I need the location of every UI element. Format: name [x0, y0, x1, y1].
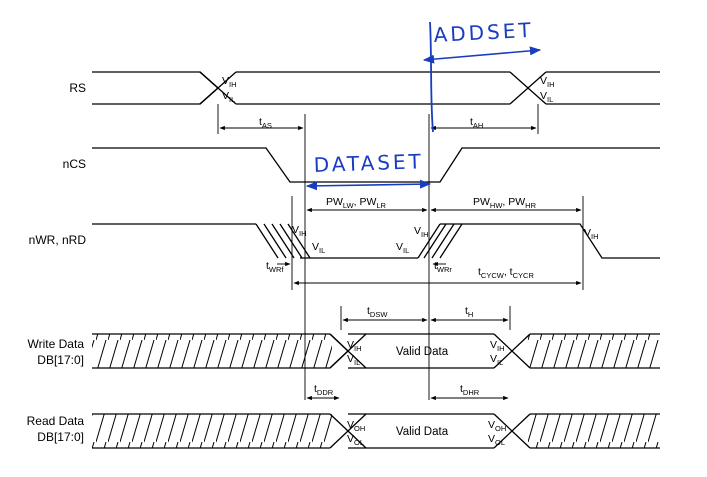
- nwr-vih-fall: VIH: [292, 224, 307, 238]
- read-valid-data: Valid Data: [396, 426, 449, 438]
- wd-vih-right: VIH: [490, 339, 505, 353]
- rs-waveform: [92, 71, 660, 105]
- signal-write-data-line1: Write Data: [28, 337, 85, 351]
- dataset-label: DATASET: [313, 149, 424, 177]
- nwr-waveform: [92, 223, 660, 259]
- wd-vil-right: VIL: [490, 353, 503, 367]
- t-dsw-label: tDSW: [367, 305, 388, 319]
- rs-vih-right: VIH: [540, 75, 555, 89]
- rs-vil-left: VIL: [222, 90, 235, 104]
- reference-lines: [217, 104, 584, 400]
- wd-vih-left: VIH: [347, 339, 362, 353]
- nwr-vil-rise: VIL: [396, 241, 409, 255]
- signal-write-data-line2: DB[17:0]: [37, 353, 84, 367]
- nwr-vil-fall: VIL: [312, 241, 325, 255]
- addset-label: ADDSET: [433, 18, 534, 47]
- rd-vol-right: VOL: [488, 433, 505, 447]
- rd-voh-right: VOH: [488, 419, 506, 433]
- t-dhr-label: tDHR: [460, 383, 480, 397]
- signal-ncs: nCS: [63, 157, 86, 171]
- read-data-bus: [92, 413, 660, 449]
- signal-read-data-line1: Read Data: [27, 414, 85, 428]
- write-valid-data: Valid Data: [396, 346, 449, 358]
- write-data-bus: [92, 333, 660, 369]
- nwr-vih-end: VIH: [584, 227, 599, 241]
- t-cyc-label: tCYCW, tCYCR: [478, 266, 534, 280]
- t-wrf-label: tWRf: [266, 260, 284, 274]
- pw-high-label: PWHW, PWHR: [473, 196, 537, 210]
- rd-vol-left: VOL: [347, 433, 364, 447]
- t-h-label: tH: [465, 305, 473, 319]
- signal-nwr-nrd: nWR, nRD: [29, 233, 87, 247]
- t-wrr-label: tWRr: [434, 260, 452, 274]
- addset-arrow: [422, 46, 542, 64]
- signal-rs: RS: [69, 81, 86, 95]
- signal-read-data-line2: DB[17:0]: [37, 430, 84, 444]
- t-as-label: tAS: [259, 116, 272, 130]
- addset-annotation: ADDSET: [422, 18, 542, 133]
- rs-vih-left: VIH: [222, 75, 237, 89]
- nwr-vih-rise: VIH: [414, 225, 429, 239]
- rd-voh-left: VOH: [347, 419, 365, 433]
- pw-low-label: PWLW, PWLR: [326, 196, 387, 210]
- addset-line: [429, 21, 434, 133]
- dataset-arrow: [305, 179, 432, 191]
- dataset-annotation: DATASET: [305, 149, 432, 191]
- t-ddr-label: tDDR: [314, 383, 334, 397]
- wd-vil-left: VIL: [347, 353, 360, 367]
- t-ah-label: tAH: [470, 116, 483, 130]
- rs-vil-right: VIL: [540, 90, 553, 104]
